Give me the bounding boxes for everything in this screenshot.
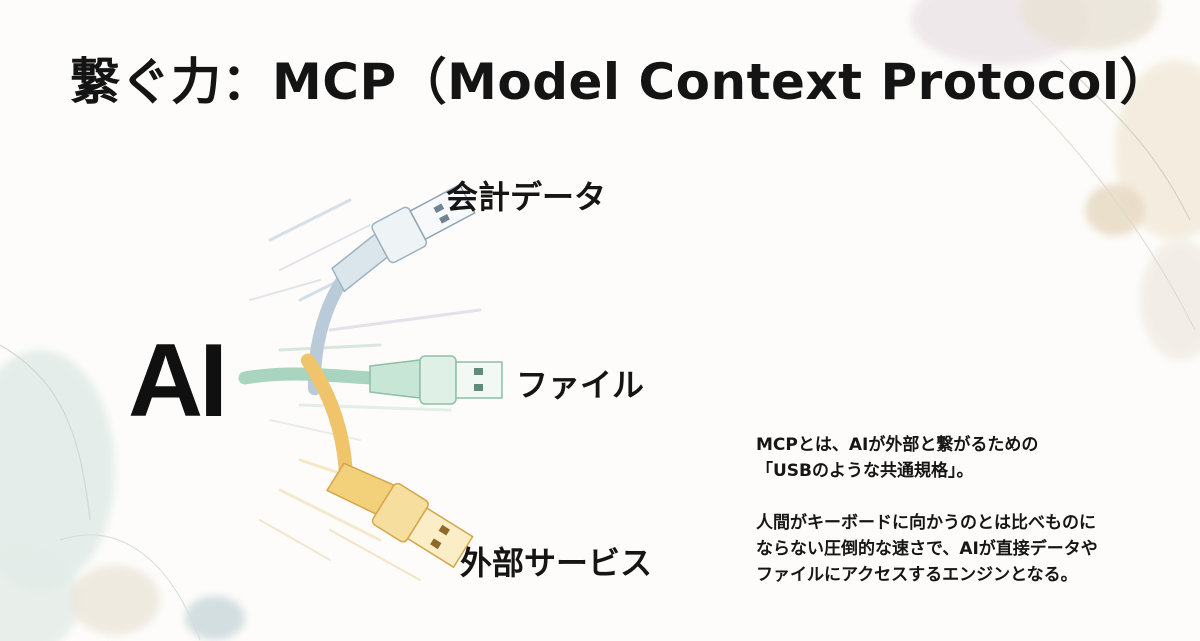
paragraph-gap <box>756 484 1176 510</box>
description-line-5: ファイルにアクセスするエンジンとなる。 <box>756 565 1078 585</box>
description-line-2: 「USBのような共通規格」。 <box>756 461 974 481</box>
usb-cable-external <box>300 353 474 569</box>
usb-cable-accounting <box>308 183 476 396</box>
description-text: MCPとは、AIが外部と繋がるための 「USBのような共通規格」。 人間がキーボ… <box>756 432 1176 588</box>
target-label-file: ファイル <box>516 366 645 404</box>
target-label-external-services: 外部サービス <box>460 544 653 582</box>
slide-title: 繋ぐ力：MCP（Model Context Protocol） <box>70 53 1170 111</box>
ai-hub-label: AI <box>128 323 228 439</box>
description-line-3: 人間がキーボードに向かうのとは比べものに <box>756 513 1096 533</box>
description-line-1: MCPとは、AIが外部と繋がるための <box>756 435 1039 455</box>
usb-cable-file <box>238 355 503 405</box>
description-line-4: ならない圧倒的な速さで、AIが直接データや <box>756 539 1098 559</box>
target-label-accounting-data: 会計データ <box>446 178 607 216</box>
